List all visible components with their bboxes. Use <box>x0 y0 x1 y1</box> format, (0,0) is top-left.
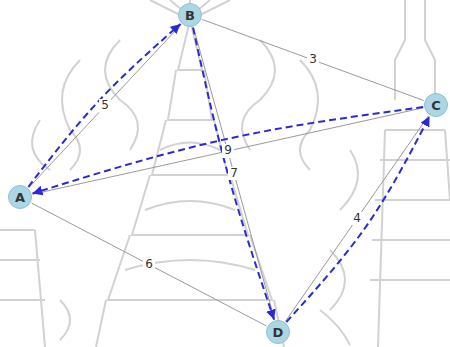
connectors <box>28 19 429 326</box>
edge-weight: 5 <box>99 99 111 112</box>
weighted-edge <box>285 116 428 322</box>
node-label: A <box>15 191 25 204</box>
graph-node: C <box>424 93 448 117</box>
tour-arrow <box>193 28 274 320</box>
graph-node: B <box>178 3 202 27</box>
node-label: B <box>185 9 195 22</box>
node-label: D <box>273 326 284 339</box>
tour-arrow <box>33 107 424 193</box>
edge-weight: 3 <box>307 53 319 66</box>
tour-arrow <box>28 24 180 187</box>
edge-weight: 4 <box>351 212 363 225</box>
graph-node: A <box>8 185 32 209</box>
weighted-edge <box>193 28 274 320</box>
graph-node: D <box>266 320 290 344</box>
edge-weight: 7 <box>228 167 240 180</box>
edge-weight: 9 <box>222 144 234 157</box>
weighted-edge <box>33 108 424 194</box>
tour-arrow <box>286 116 429 322</box>
weighted-edge <box>202 19 424 100</box>
weighted-edge <box>29 25 181 188</box>
weighted-edge <box>32 203 267 326</box>
edge-weight: 6 <box>143 258 155 271</box>
node-label: C <box>431 99 441 112</box>
